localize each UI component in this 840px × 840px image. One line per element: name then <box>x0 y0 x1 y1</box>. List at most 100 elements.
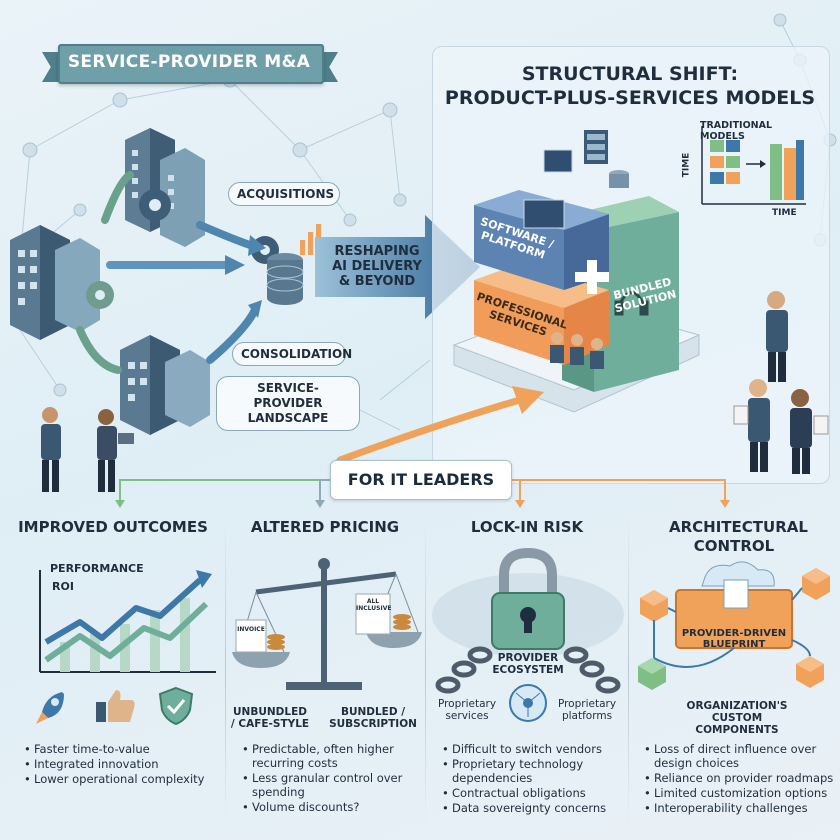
banner-title: SERVICE-PROVIDER M&A <box>67 52 311 72</box>
building-top <box>125 128 205 247</box>
consolidation-pill: CONSOLIDATION <box>232 342 352 366</box>
arrow-icon <box>101 171 134 224</box>
performance-label: PERFORMANCE <box>50 562 144 575</box>
orange-curve-arrow <box>336 386 544 464</box>
arrow-icon <box>206 306 259 364</box>
chart-block <box>770 144 782 200</box>
business-people-right <box>733 291 829 474</box>
all-inclusive-document-icon <box>355 593 391 635</box>
chart-block <box>726 156 740 168</box>
mini-chart-title: TRADITIONAL MODELS <box>700 120 773 142</box>
shield-check-icon <box>158 686 194 726</box>
chart-block <box>710 140 724 152</box>
list-item: Faster time-to-value <box>24 742 234 756</box>
invoice-label: INVOICE <box>237 626 265 633</box>
list-item: Difficult to switch vendors <box>442 742 636 756</box>
merger-illustration <box>10 128 321 435</box>
cube-icon <box>802 568 830 600</box>
architectural-control-bullets: Loss of direct influence over design cho… <box>642 742 840 816</box>
building-bottom <box>120 335 210 435</box>
chart-block <box>784 148 796 200</box>
professional-services-block <box>474 264 609 365</box>
list-item: Lower operational complexity <box>24 772 234 786</box>
invoice-document-icon <box>235 619 267 653</box>
performance-chart <box>39 570 216 673</box>
headset-icon <box>614 291 649 316</box>
proprietary-platforms-label: Proprietary platforms <box>557 698 617 722</box>
plus-icon <box>575 260 609 294</box>
improved-outcomes-title: IMPROVED OUTCOMES <box>18 518 208 536</box>
lock-in-risk-bullets: Difficult to switch vendors Proprietary … <box>440 742 636 816</box>
code-screen-icon <box>543 149 573 173</box>
altered-pricing-bullets: Predictable, often higher recurring cost… <box>240 742 432 815</box>
chart-block <box>726 172 740 184</box>
architectural-control-title: ARCHITECTURAL CONTROL <box>634 518 834 556</box>
lock-in-risk-title: LOCK-IN RISK <box>470 518 584 536</box>
column-separator <box>225 515 226 825</box>
panel-title: STRUCTURAL SHIFT: PRODUCT-PLUS-SERVICES … <box>440 62 820 110</box>
thumbs-up-icon <box>96 688 136 724</box>
panel-title-line1: STRUCTURAL SHIFT: <box>521 63 739 85</box>
column-separator <box>425 515 426 825</box>
arrow-text-line1: RESHAPING <box>334 244 420 259</box>
list-item: Reliance on provider roadmaps <box>644 771 840 785</box>
list-item: Less granular control over spending <box>242 771 432 799</box>
landscape-line1: SERVICE-PROVIDER <box>253 381 323 410</box>
lock-ecosystem-illustration <box>432 547 624 722</box>
building-left <box>10 225 100 340</box>
rocket-icon <box>36 690 66 724</box>
chart-block <box>710 156 724 168</box>
arrow-text-line2: AI DELIVERY <box>332 259 422 274</box>
arrow-text-line3: & BEYOND <box>338 274 416 289</box>
column-separator <box>628 515 629 825</box>
business-people-left <box>41 407 134 492</box>
improved-outcomes-bullets: Faster time-to-value Integrated innovati… <box>22 742 234 787</box>
list-item: Data sovereignty concerns <box>442 801 636 815</box>
cube-icon <box>640 590 668 622</box>
service-provider-landscape-pill: SERVICE-PROVIDER LANDSCAPE <box>216 376 360 431</box>
acquisitions-pill: ACQUISITIONS <box>228 182 340 206</box>
traditional-models-chart <box>701 126 806 205</box>
banner-ribbon <box>58 44 324 84</box>
banner: SERVICE-PROVIDER M&A <box>40 38 340 90</box>
proprietary-services-label: Proprietary services <box>437 698 497 722</box>
chart-block <box>726 140 740 152</box>
list-item: Volume discounts? <box>242 800 432 814</box>
server-icon <box>584 130 629 188</box>
database-icon <box>266 253 304 305</box>
landscape-line2: LANDSCAPE <box>247 411 329 425</box>
list-item: Integrated innovation <box>24 757 234 771</box>
panel-title-line2: PRODUCT-PLUS-SERVICES MODELS <box>444 87 816 109</box>
list-item: Limited customization options <box>644 786 840 800</box>
list-item: Loss of direct influence over design cho… <box>644 742 840 770</box>
custom-components-label: ORGANIZATION'S CUSTOM COMPONENTS <box>686 700 788 736</box>
altered-pricing-title: ALTERED PRICING <box>250 518 400 536</box>
architectural-control-text: ARCHITECTURAL CONTROL <box>669 518 808 555</box>
list-item: Interoperability challenges <box>644 801 840 815</box>
list-item: Proprietary technology dependencies <box>442 757 636 785</box>
document-icon <box>723 579 749 609</box>
arrow-icon <box>76 326 122 374</box>
list-item: Contractual obligations <box>442 786 636 800</box>
leaders-connector <box>115 479 730 508</box>
bundled-subscription-label: BUNDLED / SUBSCRIPTION <box>329 706 417 730</box>
for-it-leaders-box: FOR IT LEADERS <box>330 460 512 500</box>
unbundled-label: UNBUNDLED / CAFE-STYLE <box>230 706 310 730</box>
list-item: Predictable, often higher recurring cost… <box>242 742 432 770</box>
provider-ecosystem-label: PROVIDER ECOSYSTEM <box>492 652 564 676</box>
arrow-icon <box>196 221 254 249</box>
code-screen-icon <box>523 199 565 229</box>
blueprint-illustration <box>638 561 830 690</box>
mini-chart-xlabel: TIME <box>772 208 797 218</box>
chart-block <box>710 172 724 184</box>
cube-icon <box>796 656 824 688</box>
team-icon <box>550 332 604 369</box>
balance-scale-icon <box>232 558 422 690</box>
chart-block <box>796 140 804 200</box>
blueprint-label: PROVIDER-DRIVEN BLUEPRINT <box>681 628 787 650</box>
all-inclusive-label: ALL INCLUSIVE <box>356 598 392 612</box>
roi-label: ROI <box>52 580 74 593</box>
cube-icon <box>638 658 666 690</box>
reshaping-text: RESHAPING AI DELIVERY & BEYOND <box>322 244 432 289</box>
bundled-stack-illustration <box>452 130 701 413</box>
